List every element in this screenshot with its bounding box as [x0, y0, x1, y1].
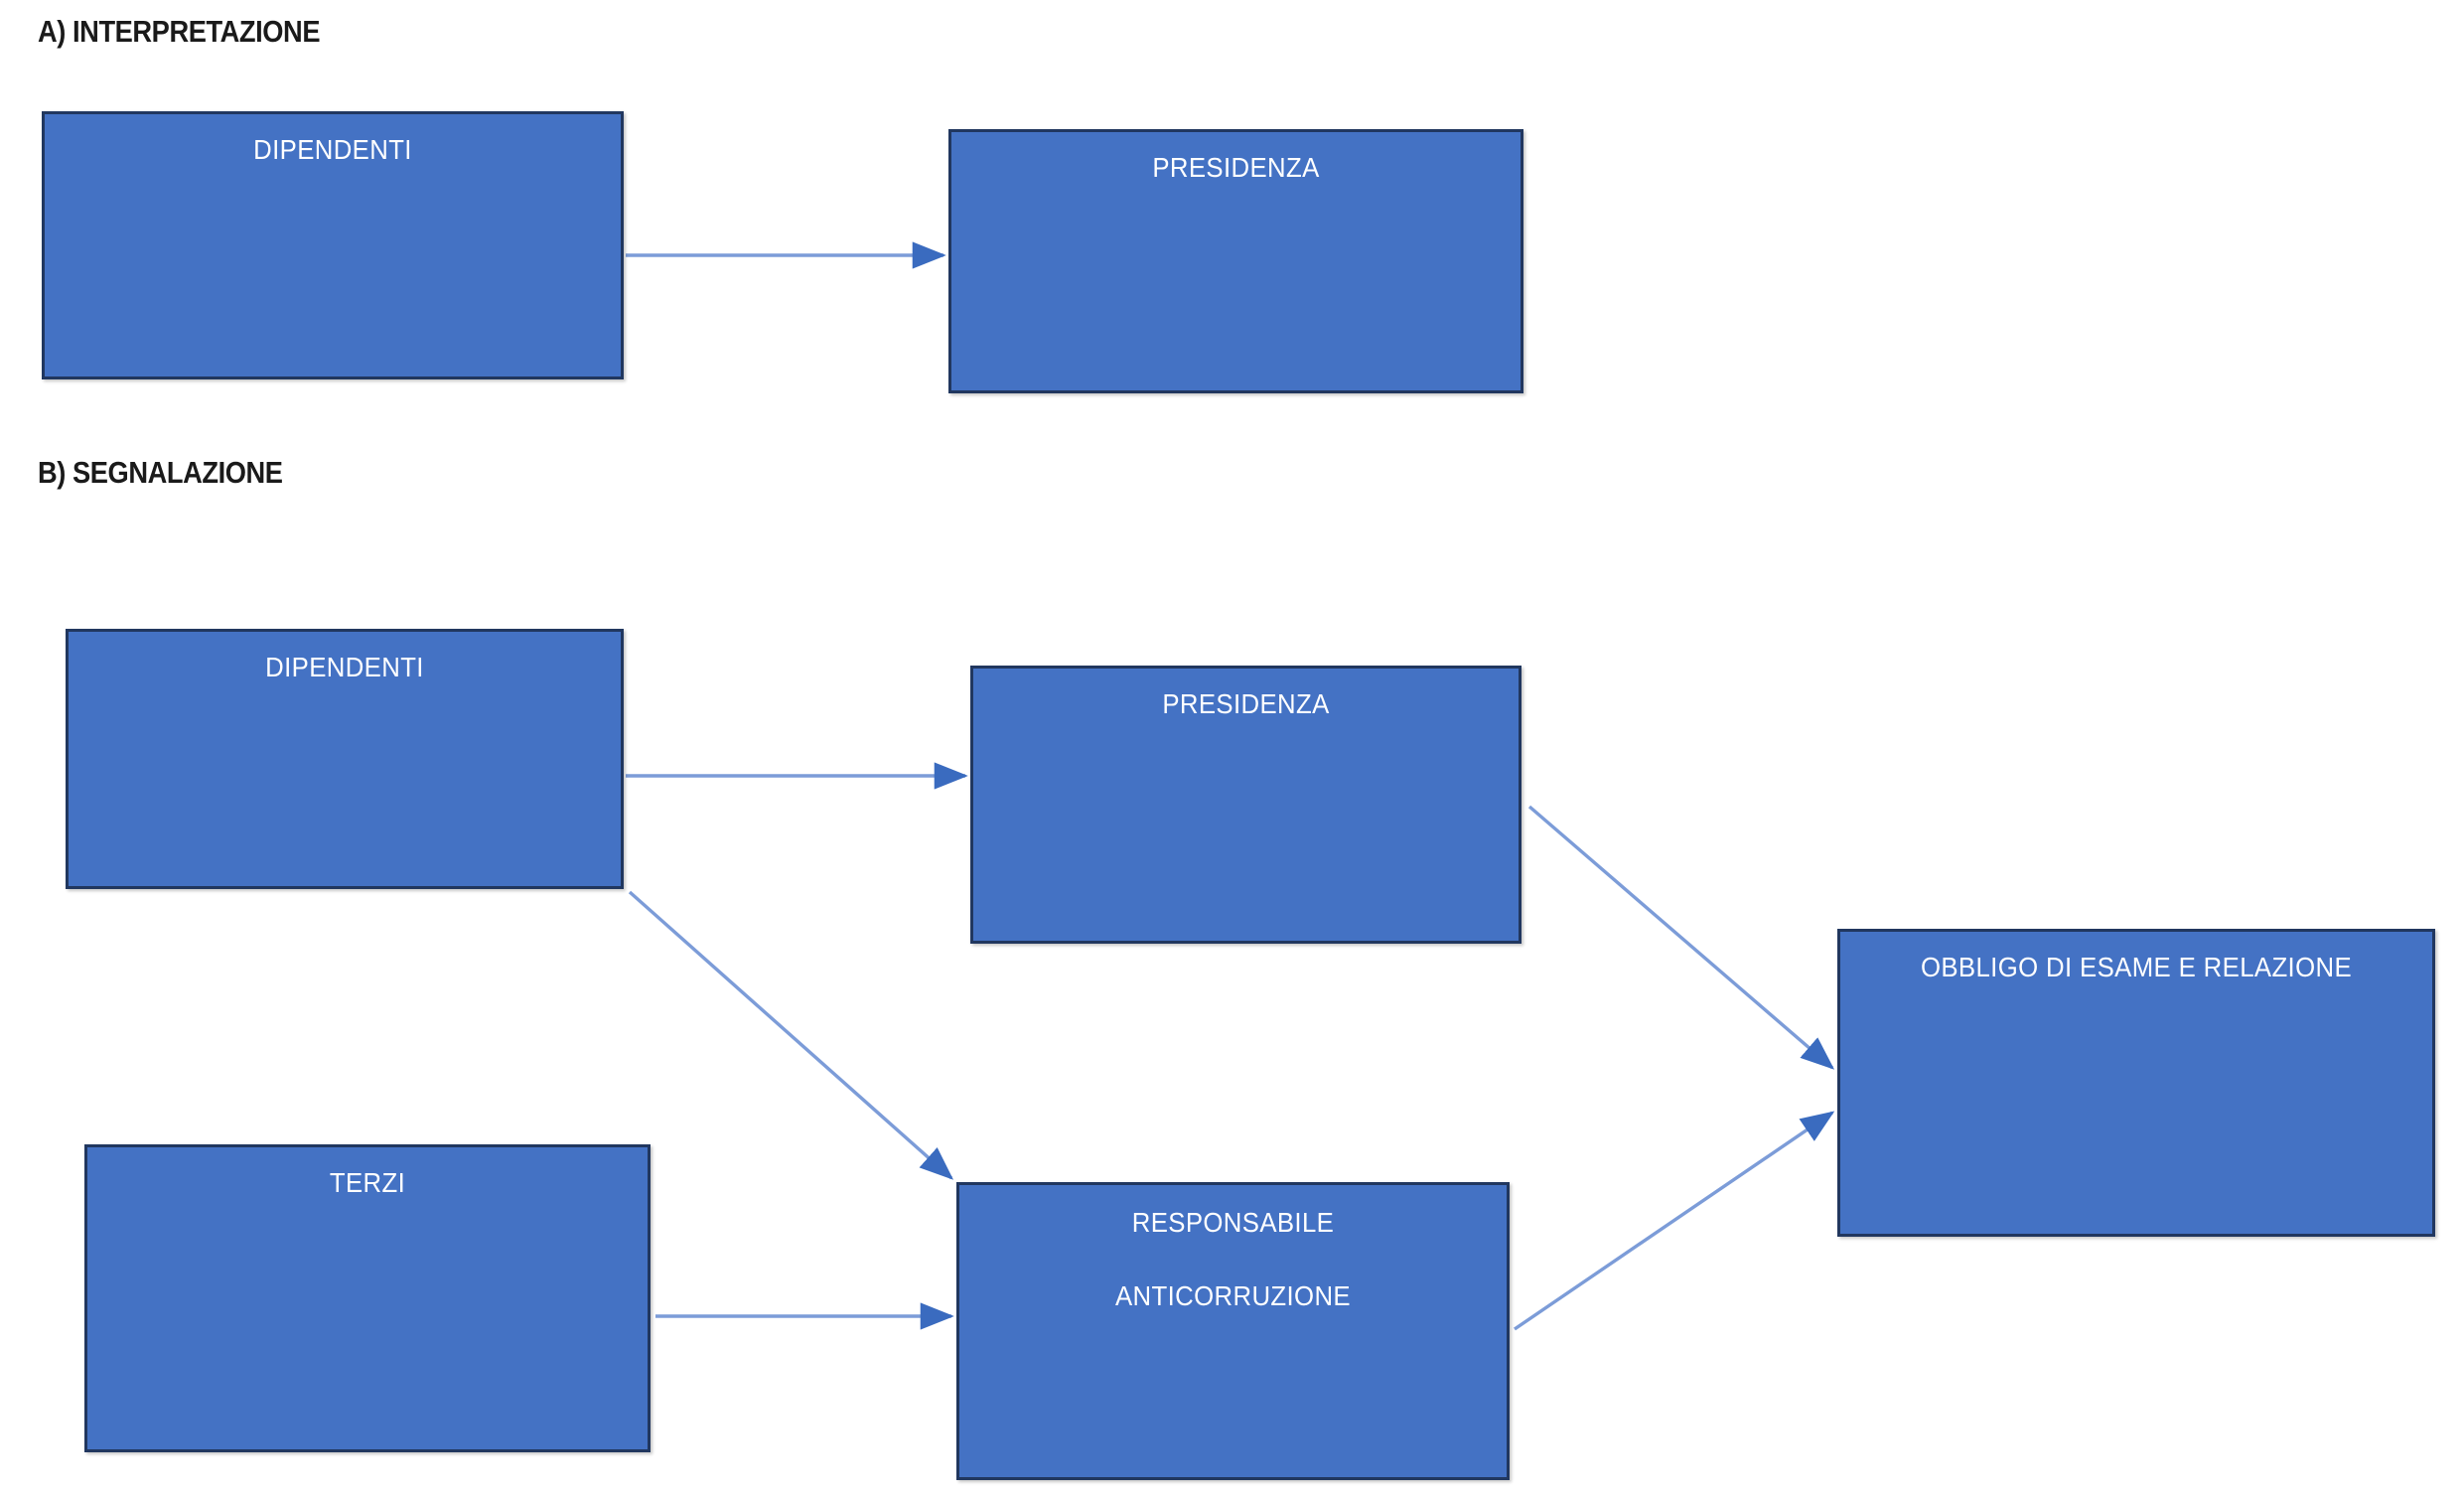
section-b-heading: B) SEGNALAZIONE — [38, 455, 283, 490]
node-b-terzi-label: TERZI — [329, 1167, 406, 1198]
node-b-presidenza-label: PRESIDENZA — [1162, 688, 1330, 719]
connector-b-presidenza-to-b-obbligo — [1527, 805, 1835, 1070]
connector-b-dipendenti-to-b-responsabile — [628, 890, 954, 1180]
node-b-responsabile-label-line2: ANTICORRUZIONE — [1114, 1280, 1351, 1311]
section-a-heading: A) INTERPRETAZIONE — [38, 14, 321, 49]
node-b-presidenza[interactable]: PRESIDENZA — [970, 666, 1522, 944]
node-a-presidenza[interactable]: PRESIDENZA — [948, 129, 1523, 393]
node-b-dipendenti[interactable]: DIPENDENTI — [66, 629, 624, 889]
node-b-responsabile-label-line1: RESPONSABILE — [1131, 1207, 1335, 1238]
connector-b-responsabile-to-b-obbligo — [1514, 1111, 1835, 1331]
node-a-dipendenti[interactable]: DIPENDENTI — [42, 111, 624, 379]
node-b-obbligo-label: OBBLIGO DI ESAME E RELAZIONE — [1920, 952, 2353, 982]
node-a-presidenza-label: PRESIDENZA — [1152, 152, 1320, 183]
node-b-terzi[interactable]: TERZI — [84, 1144, 651, 1452]
node-a-dipendenti-label: DIPENDENTI — [253, 134, 412, 165]
node-b-dipendenti-label: DIPENDENTI — [265, 652, 424, 682]
node-b-responsabile-anticorruzione[interactable]: RESPONSABILE ANTICORRUZIONE — [956, 1182, 1510, 1480]
node-b-obbligo-di-esame-e-relazione[interactable]: OBBLIGO DI ESAME E RELAZIONE — [1837, 929, 2435, 1237]
